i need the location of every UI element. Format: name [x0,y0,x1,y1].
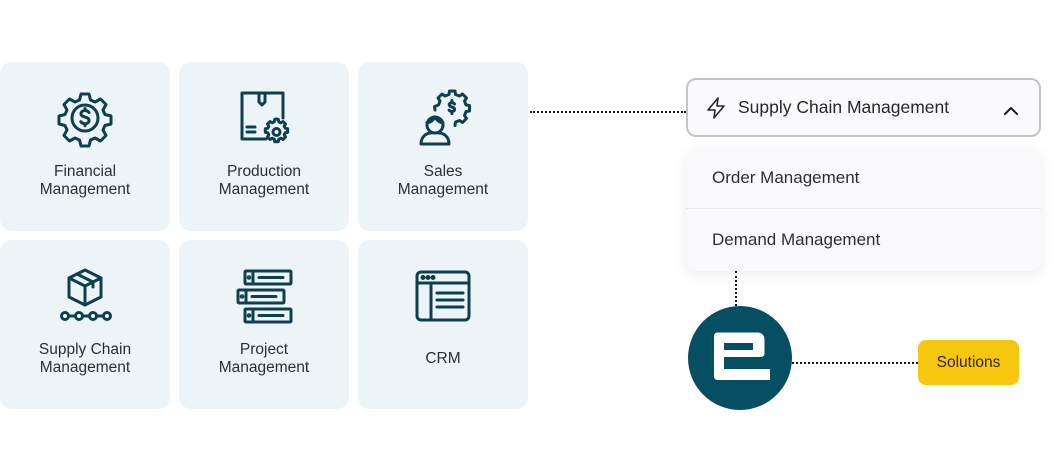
module-card-production[interactable]: Production Management [179,62,349,231]
gear-dollar-icon [55,88,115,148]
module-label: Project Management [218,341,310,376]
box-conveyor-icon [55,266,115,326]
module-card-project[interactable]: Project Management [179,240,349,409]
dropdown-selected-label: Supply Chain Management [738,97,950,117]
connector-line [530,111,686,113]
connector-line [792,362,918,364]
module-card-supply-chain[interactable]: Supply Chain Management [0,240,170,409]
module-label: Financial Management [39,163,131,198]
module-label: Production Management [218,163,310,198]
solutions-badge[interactable]: Solutions [918,340,1019,385]
dropdown-menu: Order Management Demand Management [686,148,1041,271]
stacked-bars-icon [234,266,294,326]
module-card-crm[interactable]: CRM [358,240,528,409]
lightning-bolt-icon [706,96,726,119]
module-label: Supply Chain Management [38,341,132,376]
browser-window-icon [413,266,473,326]
module-label: Sales Management [397,163,489,198]
connector-line [735,271,737,306]
module-card-financial[interactable]: Financial Management [0,62,170,231]
dropdown-option-demand-management[interactable]: Demand Management [712,229,881,249]
dropdown-option-order-management[interactable]: Order Management [686,148,1041,209]
chevron-up-icon[interactable] [1003,103,1019,115]
box-gear-icon [234,88,294,148]
e-logo-icon [688,306,792,410]
module-card-sales[interactable]: Sales Management [358,62,528,231]
person-gear-dollar-icon [413,88,473,148]
module-label: CRM [425,350,461,367]
dropdown-toggle[interactable]: Supply Chain Management [686,78,1041,137]
